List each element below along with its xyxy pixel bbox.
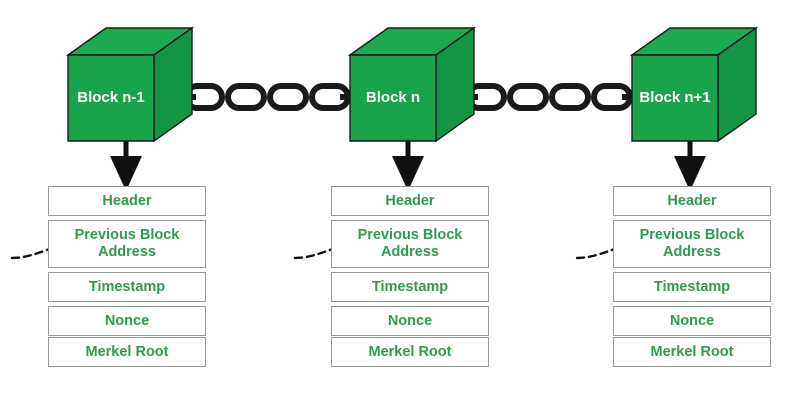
chain-segment-1 — [176, 83, 358, 111]
block-cube-block-n[interactable] — [347, 26, 477, 143]
field-timestamp-block-n-minus-1[interactable]: Timestamp — [48, 272, 206, 302]
block-cube-block-n-minus-1[interactable] — [65, 26, 195, 143]
field-header-block-n-minus-1[interactable]: Header — [48, 186, 206, 216]
field-merkel-root-block-n-plus-1[interactable]: Merkel Root — [613, 337, 771, 367]
field-nonce-block-n-plus-1[interactable]: Nonce — [613, 306, 771, 336]
field-header-block-n-plus-1[interactable]: Header — [613, 186, 771, 216]
chain-link — [267, 83, 309, 111]
field-nonce-block-n-minus-1[interactable]: Nonce — [48, 306, 206, 336]
field-nonce-block-n[interactable]: Nonce — [331, 306, 489, 336]
field-merkel-root-block-n-minus-1[interactable]: Merkel Root — [48, 337, 206, 367]
cube-front-face — [349, 54, 437, 142]
chain-segment-2 — [458, 83, 640, 111]
cube-front-face — [631, 54, 719, 142]
field-timestamp-block-n-plus-1[interactable]: Timestamp — [613, 272, 771, 302]
field-previous-block-address-block-n-plus-1[interactable]: Previous Block Address — [613, 220, 771, 268]
field-previous-block-address-block-n-minus-1[interactable]: Previous Block Address — [48, 220, 206, 268]
chain-link — [225, 83, 267, 111]
block-cube-block-n-plus-1[interactable] — [629, 26, 759, 143]
field-previous-block-address-block-n[interactable]: Previous Block Address — [331, 220, 489, 268]
field-header-block-n[interactable]: Header — [331, 186, 489, 216]
field-timestamp-block-n[interactable]: Timestamp — [331, 272, 489, 302]
cube-front-face — [67, 54, 155, 142]
field-merkel-root-block-n[interactable]: Merkel Root — [331, 337, 489, 367]
chain-link — [507, 83, 549, 111]
chain-link — [549, 83, 591, 111]
